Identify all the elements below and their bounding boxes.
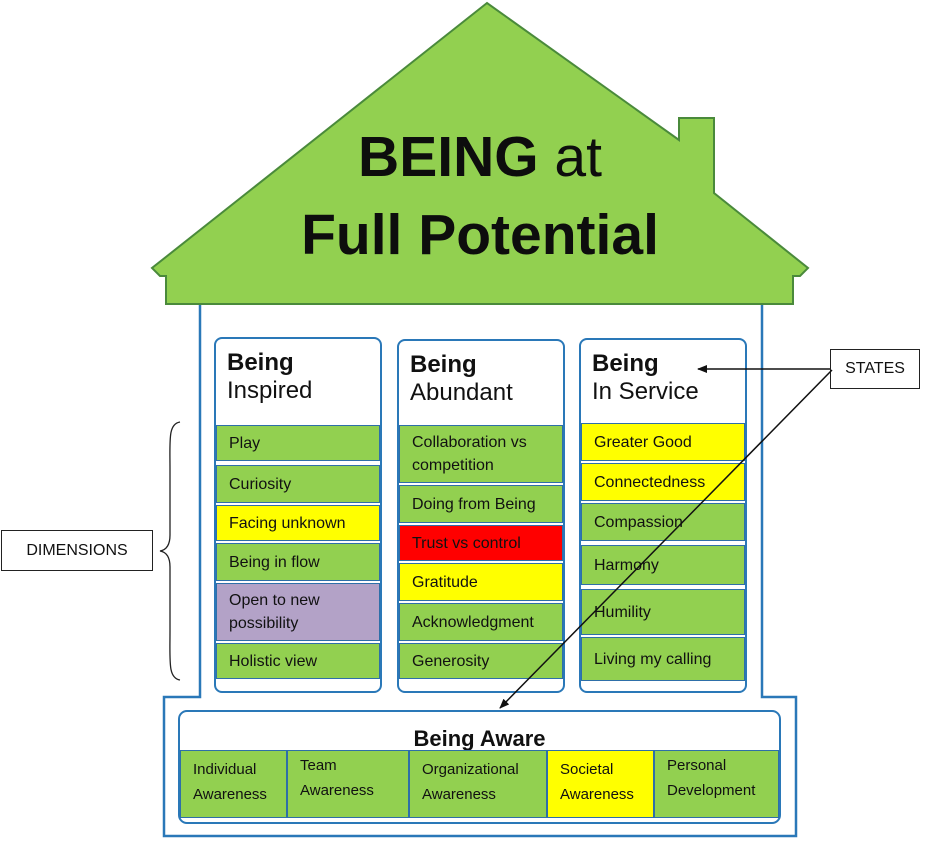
- dimension-cell: Generosity: [399, 643, 563, 679]
- dimension-cell: Harmony: [581, 545, 745, 585]
- column-header-sub: Inspired: [227, 377, 313, 404]
- dimension-cell: Curiosity: [216, 465, 380, 503]
- awareness-cell: Organizational Awareness: [409, 750, 547, 818]
- dimensions-brace: [159, 421, 181, 681]
- dimensions-label: DIMENSIONS: [1, 530, 153, 571]
- column-header-sub: Abundant: [410, 379, 513, 406]
- dimension-cell: Trust vs control: [399, 525, 563, 561]
- dimension-cell: Acknowledgment: [399, 603, 563, 641]
- roof-shape: [150, 1, 810, 305]
- dimension-cell: Compassion: [581, 503, 745, 541]
- dimension-cell: Collaboration vs competition: [399, 425, 563, 483]
- column-header-sub: In Service: [592, 378, 699, 405]
- dimension-cell: Living my calling: [581, 637, 745, 681]
- dimension-cell: Open to new possibility: [216, 583, 380, 641]
- awareness-cell: Individual Awareness: [180, 750, 287, 818]
- states-diagonal-arrow: [499, 369, 833, 709]
- dimension-cell: Greater Good: [581, 423, 745, 461]
- states-label: STATES: [830, 349, 920, 389]
- column-header: Being In Service: [581, 340, 745, 406]
- awareness-cell: Societal Awareness: [547, 750, 654, 818]
- column-header-bold: Being: [592, 350, 659, 377]
- column-header: Being Inspired: [216, 339, 380, 405]
- awareness-cell: Personal Development: [654, 750, 779, 818]
- being-aware-title: Being Aware: [413, 726, 546, 751]
- dimension-cell: Being in flow: [216, 543, 380, 581]
- dimension-cell: Holistic view: [216, 643, 380, 679]
- title-rest: at: [538, 125, 602, 189]
- title-bold: BEING: [358, 125, 539, 189]
- dimension-cell: Doing from Being: [399, 485, 563, 523]
- dimension-cell: Play: [216, 425, 380, 461]
- title-line2: Full Potential: [301, 203, 659, 267]
- dimension-cell: Facing unknown: [216, 505, 380, 541]
- dimension-cell: Connectedness: [581, 463, 745, 501]
- column-header-bold: Being: [410, 351, 477, 378]
- column-header: Being Abundant: [399, 341, 563, 407]
- awareness-cell: Team Awareness: [287, 750, 409, 818]
- page-title: BEING at Full Potential: [200, 118, 760, 274]
- column-header-bold: Being: [227, 349, 294, 376]
- dimension-cell: Gratitude: [399, 563, 563, 601]
- house-body-outline: [162, 300, 798, 838]
